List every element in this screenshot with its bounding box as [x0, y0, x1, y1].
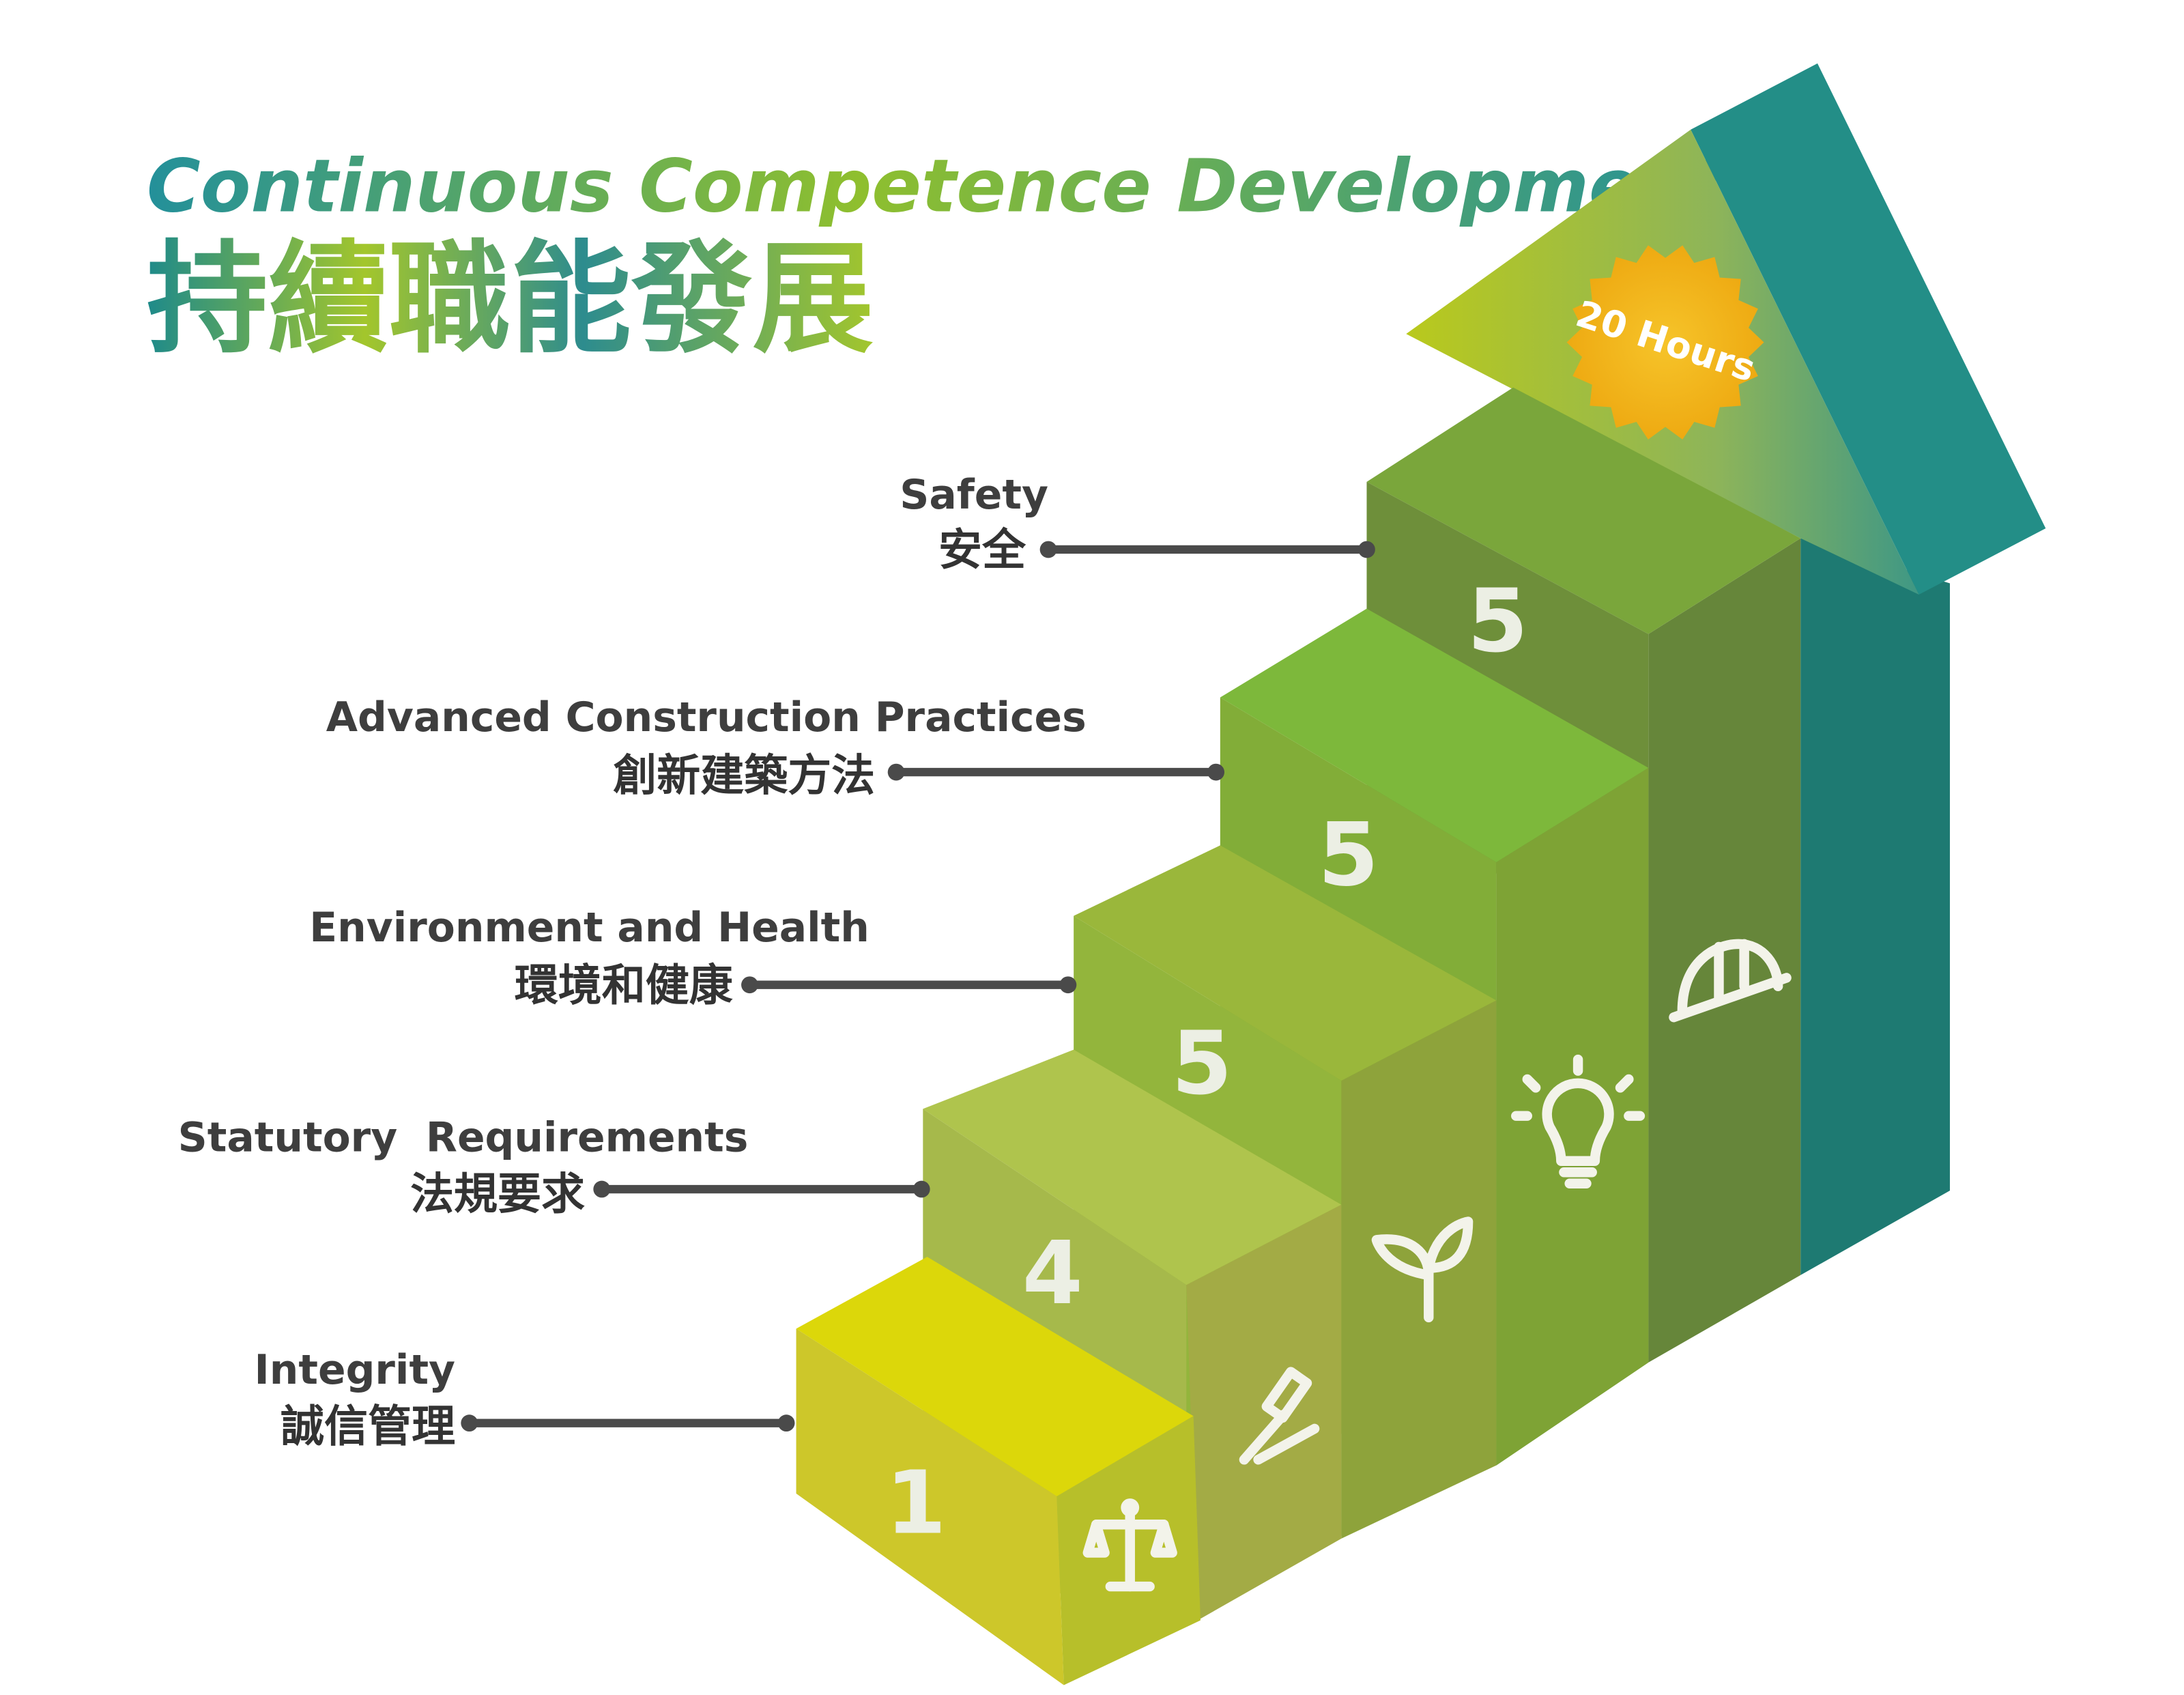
leaf-sprout-icon	[1371, 1216, 1474, 1323]
step-1-label-zh: 誠信管理	[281, 1401, 455, 1452]
step-1	[796, 1257, 1201, 1685]
step-2-hours: 4	[1022, 1223, 1083, 1324]
step-2-label-zh: 法規要求	[410, 1169, 585, 1220]
hard-hat-icon	[1669, 939, 1792, 1023]
step-4-label-en: Advanced Construction Practices	[326, 694, 1087, 741]
step-2-label-en: Statutory Requirements	[178, 1113, 749, 1161]
step-4-label-zh: 創新建築方法	[613, 751, 875, 801]
step-5-label-zh: 安全	[938, 526, 1026, 576]
step-3-label-zh: 環境和健康	[515, 960, 733, 1011]
arrow-column	[1648, 538, 1950, 1363]
hours-badge: 20 Hours	[1566, 245, 1764, 440]
title-chinese: 持續職能發展	[147, 228, 874, 369]
step-5-hours: 5	[1467, 571, 1528, 672]
title-english: Continuous Competence Development	[147, 144, 1728, 229]
step-5-label-en: Safety	[900, 471, 1048, 519]
step-1-hours: 1	[885, 1453, 946, 1554]
step-4-hours: 5	[1318, 804, 1379, 906]
step-3-label-en: Environment and Health	[309, 904, 870, 952]
scales-icon	[1082, 1498, 1177, 1592]
lightbulb-icon	[1511, 1054, 1646, 1188]
step-3-hours: 5	[1171, 1013, 1232, 1115]
step-1-label-en: Integrity	[255, 1346, 456, 1394]
leader-lines	[461, 541, 1375, 1432]
gavel-icon	[1239, 1367, 1320, 1465]
